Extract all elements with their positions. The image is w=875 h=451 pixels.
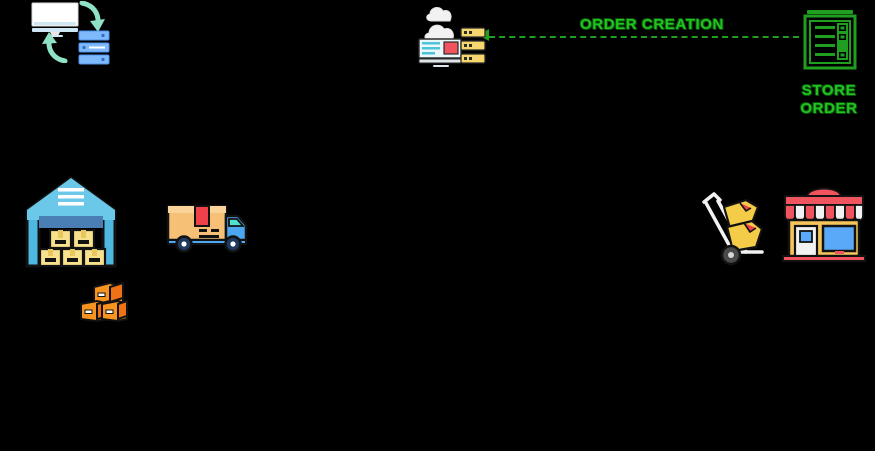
stacked-boxes-icon <box>78 282 130 322</box>
order-creation-connector-line <box>489 36 799 40</box>
warehouse-icon <box>24 170 120 268</box>
delivery-truck-icon <box>166 198 252 254</box>
sync-arrow-down-icon <box>77 1 105 33</box>
sync-arrow-up-icon <box>42 31 70 63</box>
application-server-icon <box>460 27 488 67</box>
cloud-dashboard-icon <box>418 38 464 68</box>
cloud-icon-large <box>422 22 458 44</box>
order-creation-label: ORDER CREATION <box>580 16 724 33</box>
store-order-label: STORE ORDER <box>800 82 858 117</box>
cloud-icon-small <box>424 4 456 24</box>
storefront-icon <box>779 180 869 266</box>
desktop-computer-icon <box>30 2 80 38</box>
hand-truck-icon <box>700 190 774 268</box>
database-server-icon <box>78 30 112 66</box>
order-checklist-icon <box>800 8 860 72</box>
